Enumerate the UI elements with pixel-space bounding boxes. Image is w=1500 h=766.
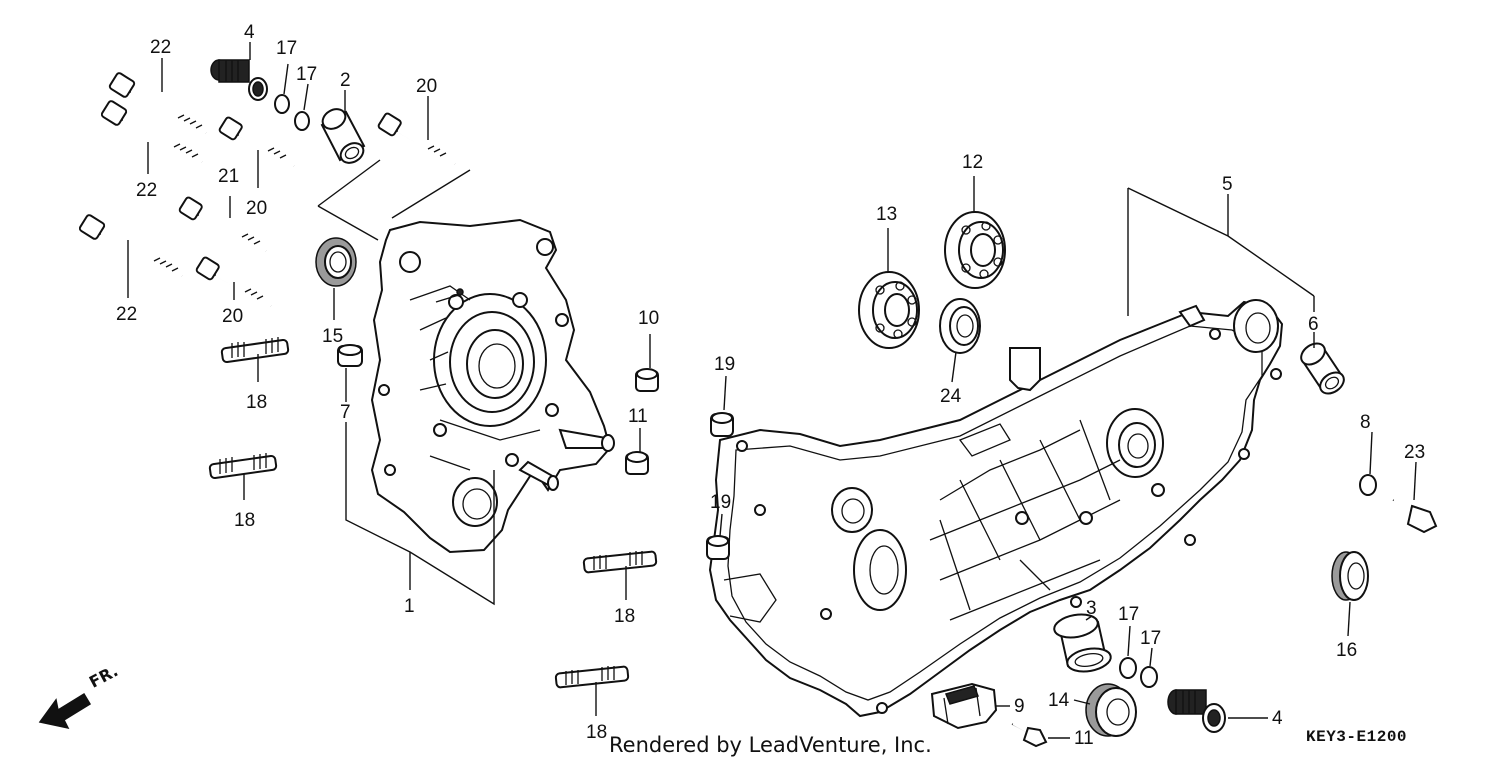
callout-8: 9 xyxy=(1014,696,1025,717)
callout-19-b: 19 xyxy=(710,492,731,513)
crankcase-right-half-5 xyxy=(708,299,1284,718)
callout-18-a: 18 xyxy=(246,392,267,413)
dowel-pin-11-a xyxy=(635,368,659,392)
callout-2: 2 xyxy=(340,70,351,91)
crankcase-left-half-1 xyxy=(370,218,615,554)
collar-2 xyxy=(320,108,366,164)
callout-17-d: 17 xyxy=(1140,628,1161,649)
o-ring-17-a xyxy=(274,94,290,114)
callout-18-d: 18 xyxy=(586,722,607,743)
bolt-23 xyxy=(1392,498,1438,534)
clamp-8 xyxy=(930,682,998,730)
drawing-code: KEY3-E1200 xyxy=(1306,728,1408,746)
washer-10 xyxy=(1359,474,1377,496)
bolt-20-lower xyxy=(195,256,272,308)
stud-18-b xyxy=(208,453,278,480)
o-ring-17-b xyxy=(294,111,310,131)
oil-seal-14 xyxy=(1085,683,1137,737)
callout-1: 1 xyxy=(404,596,415,617)
callout-22-b: 22 xyxy=(136,180,157,201)
bearing-12 xyxy=(944,211,1006,289)
stud-18-d xyxy=(554,665,630,689)
dowel-pin-19-b xyxy=(706,535,730,560)
callout-18-c: 18 xyxy=(614,606,635,627)
callout-9: 11 xyxy=(1074,728,1094,749)
bolt-21 xyxy=(178,196,267,253)
callout-22-c: 22 xyxy=(116,304,137,325)
callout-19-a: 19 xyxy=(714,354,735,375)
callout-3: 3 xyxy=(1086,598,1097,619)
callout-5: 5 xyxy=(1222,174,1233,195)
plug-4-top xyxy=(210,59,268,101)
callout-12: 12 xyxy=(962,152,983,173)
callout-13: 13 xyxy=(876,204,897,225)
stud-18-c xyxy=(582,550,658,574)
stud-18-a xyxy=(220,337,290,364)
callout-11-b: 11 xyxy=(628,406,648,427)
callout-17-c: 17 xyxy=(1118,604,1139,625)
callout-17-b: 17 xyxy=(296,64,317,85)
callout-17-a: 17 xyxy=(276,38,297,59)
leader-lines xyxy=(127,42,1417,739)
callout-20-a: 20 xyxy=(416,76,437,97)
collar-6 xyxy=(1300,342,1345,395)
callout-labels: 22 4 17 17 2 20 22 21 20 22 20 15 18 7 1… xyxy=(116,22,1425,749)
callout-6: 6 xyxy=(1308,314,1319,335)
bolt-22-second xyxy=(100,100,203,164)
oil-seal-15 xyxy=(315,237,357,287)
callout-4-a: 4 xyxy=(244,22,255,43)
bolt-22-top xyxy=(108,72,207,135)
front-arrow-icon xyxy=(38,692,92,730)
callout-15: 15 xyxy=(322,326,343,347)
callout-20-b: 20 xyxy=(246,198,267,219)
bolt-9 xyxy=(1011,723,1048,748)
callout-11-a: 10 xyxy=(638,308,659,329)
callout-7: 7 xyxy=(340,402,351,423)
callout-18-b: 18 xyxy=(234,510,255,531)
bolt-20-upper xyxy=(218,116,295,168)
bearing-13 xyxy=(858,271,920,349)
bolt-22-lower xyxy=(78,214,183,278)
dowel-pin-19-a xyxy=(710,412,734,437)
callout-24: 24 xyxy=(940,386,962,407)
callout-4-b: 4 xyxy=(1272,708,1283,729)
bolt-20-right xyxy=(377,112,456,166)
callout-20-c: 20 xyxy=(222,306,243,327)
callout-16: 16 xyxy=(1336,640,1357,661)
o-ring-17-d xyxy=(1140,666,1158,688)
bearing-24 xyxy=(939,298,981,354)
plug-4-bottom xyxy=(1167,689,1226,733)
dowel-pin-11-b xyxy=(625,451,649,475)
oil-seal-16 xyxy=(1331,551,1369,601)
footer-credit: Rendered by LeadVenture, Inc. xyxy=(609,733,932,757)
callout-23: 23 xyxy=(1404,442,1425,463)
o-ring-17-c xyxy=(1119,657,1137,679)
callout-10: 8 xyxy=(1360,412,1371,433)
collar-3 xyxy=(1053,613,1112,673)
dowel-pin-7 xyxy=(337,344,363,367)
callout-21: 21 xyxy=(218,166,239,187)
callout-14: 14 xyxy=(1048,690,1070,711)
callout-22-a: 22 xyxy=(150,37,171,58)
